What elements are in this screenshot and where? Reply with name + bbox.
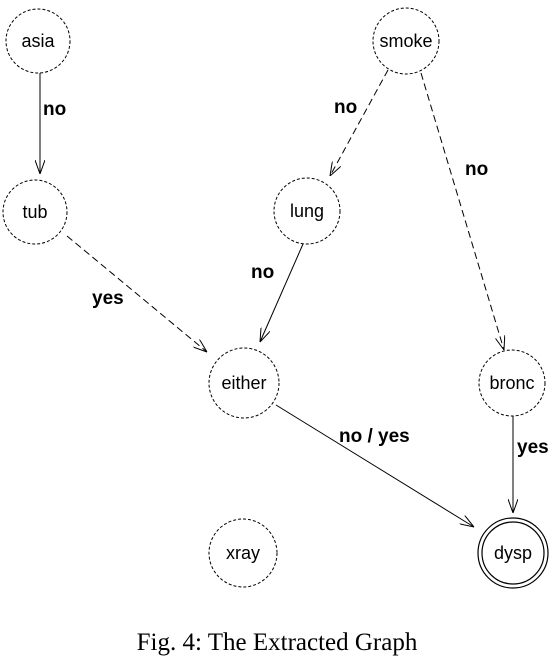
edge-lung-either xyxy=(260,243,304,342)
node-bronc: bronc xyxy=(478,349,546,417)
edge-label-asia-tub: no xyxy=(43,99,66,120)
edge-label-lung-either: no xyxy=(251,262,274,283)
node-label-dysp: dysp xyxy=(494,543,532,563)
edge-smoke-lung xyxy=(330,69,389,176)
edge-label-either-dysp: no / yes xyxy=(339,426,410,447)
node-label-asia: asia xyxy=(21,31,55,51)
node-label-lung: lung xyxy=(290,201,324,221)
edge-label-smoke-lung: no xyxy=(334,97,357,118)
edge-label-bronc-dysp: yes xyxy=(517,437,549,458)
node-label-either: either xyxy=(221,373,266,393)
node-smoke: smoke xyxy=(372,7,440,75)
node-dysp: dysp xyxy=(477,517,549,589)
node-lung: lung xyxy=(273,177,341,245)
node-tub: tub xyxy=(2,179,68,245)
node-label-tub: tub xyxy=(22,202,47,222)
edge-tub-either xyxy=(66,235,207,352)
node-either: either xyxy=(208,347,280,419)
edge-smoke-bronc xyxy=(420,72,504,350)
node-asia: asia xyxy=(5,8,71,74)
figure-caption: Fig. 4: The Extracted Graph xyxy=(137,629,418,656)
edge-label-smoke-bronc: no xyxy=(465,159,488,180)
node-label-bronc: bronc xyxy=(489,373,534,393)
node-label-smoke: smoke xyxy=(379,31,432,51)
node-xray: xray xyxy=(208,518,278,588)
edge-either-dysp xyxy=(275,404,474,527)
node-label-xray: xray xyxy=(226,543,260,563)
edge-label-tub-either: yes xyxy=(92,288,124,309)
